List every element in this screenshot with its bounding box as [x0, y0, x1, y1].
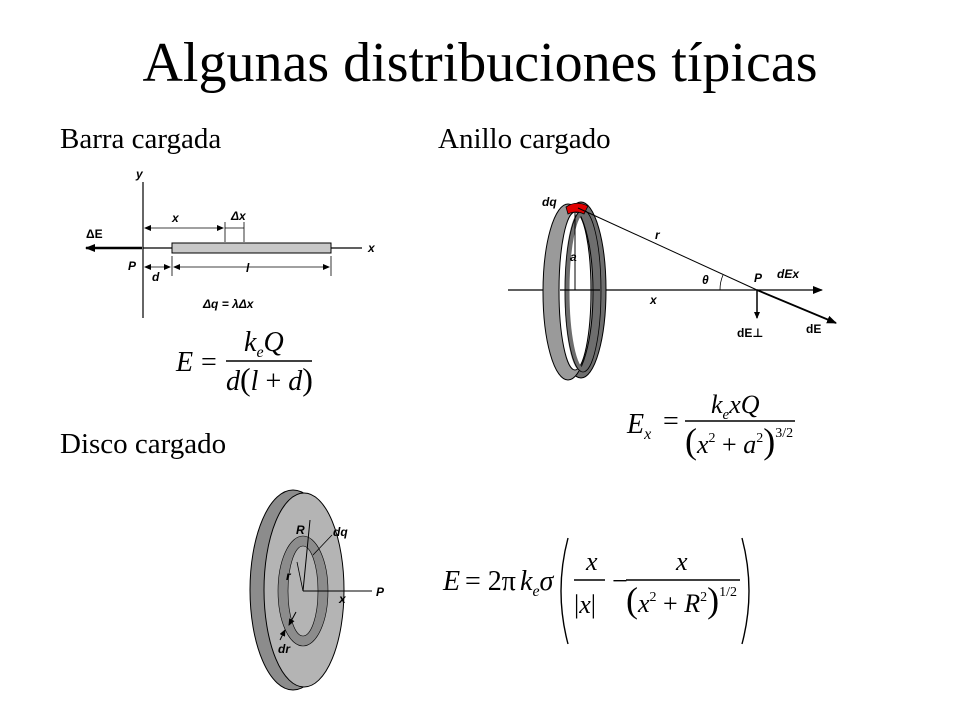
disk-face: [263, 492, 345, 688]
bar-diagram: y x ΔE x Δx P d l Δq = λΔx: [85, 167, 376, 318]
ring-dEx-label: dEx: [777, 267, 800, 281]
disk-R-label: R: [296, 523, 305, 537]
ring-eq-numerator: kexQ: [711, 390, 760, 423]
bar-eq-numerator: keQ: [244, 327, 284, 361]
ring-r-line: [577, 207, 758, 291]
ring-point-label: P: [754, 271, 763, 285]
ring-dE-arrow: [756, 289, 837, 324]
disk-eq-minus: −: [612, 566, 628, 597]
ring-a-label: a: [570, 250, 577, 264]
bar-eq-denominator: d(l + d): [226, 361, 313, 397]
disk-dr-arrow-top: [288, 611, 297, 626]
ring-eq-lhs: Ex: [626, 409, 651, 443]
bar-x-axis-label: x: [367, 241, 376, 255]
bar-point-label: P: [128, 259, 137, 273]
bar-equation: E = keQ d(l + d): [175, 327, 313, 397]
disk-eq-coeff: keσ: [520, 566, 555, 600]
disk-eq-equals: = 2π: [465, 566, 516, 597]
ring-dE-label: dE: [806, 322, 821, 336]
disk-eq-frac2-num: x: [675, 547, 688, 576]
ring-equation: Ex = kexQ (x2 + a2)3/2: [626, 390, 795, 461]
disk-R-line: [302, 519, 311, 592]
ring-eq-denominator: (x2 + a2)3/2: [685, 421, 793, 461]
ring-dq-label: dq: [542, 195, 557, 209]
disk-eq-right-paren: [741, 537, 750, 645]
section-label-ring: Anillo cargado: [438, 123, 611, 155]
ring-r-label: r: [655, 228, 661, 242]
ring-x-label: x: [649, 293, 658, 307]
section-label-disk: Disco cargado: [60, 428, 227, 460]
slide-title: Algunas distribuciones típicas: [142, 32, 818, 94]
disk-r-line: [296, 561, 304, 592]
ring-eq-equals: =: [663, 406, 679, 437]
bar-dx-label: Δx: [230, 209, 247, 223]
ring-charge-element: [565, 202, 589, 215]
bar-field-label: ΔE: [86, 227, 103, 241]
section-label-bar: Barra cargada: [60, 123, 222, 155]
disk-eq-frac1-den: |x|: [574, 590, 596, 619]
disk-dq-pointer: [312, 534, 333, 556]
ring-diagram: a dq r θ P x dEx dE⊥ dE: [508, 195, 837, 381]
bar-x-dim-label: x: [171, 211, 180, 225]
charged-rod: [171, 242, 332, 254]
disk-r-label: r: [286, 569, 292, 583]
bar-eq-lhs: E: [175, 347, 193, 378]
disk-eq-frac1-num: x: [585, 547, 598, 576]
disk-dr-label: dr: [278, 642, 291, 656]
bar-l-label: l: [246, 261, 250, 275]
disk-dr-arrow-bottom: [279, 629, 286, 641]
disk-diagram: x P R dq r dr: [249, 489, 385, 691]
bar-eq-equals: =: [201, 347, 217, 378]
disk-equation: E = 2π keσ x |x| − x (x2 + R2)1/2: [442, 537, 750, 645]
disk-eq-frac2-den: (x2 + R2)1/2: [626, 580, 737, 620]
disk-eq-left-paren: [560, 537, 569, 645]
bar-d-label: d: [152, 270, 160, 284]
ring-theta-arc: [719, 274, 724, 291]
ring-theta-label: θ: [702, 273, 709, 287]
bar-y-axis-label: y: [135, 167, 144, 181]
ring-dEperp-label: dE⊥: [737, 326, 763, 340]
disk-dq-label: dq: [333, 525, 348, 539]
bar-dq-label: Δq = λΔx: [202, 297, 255, 311]
disk-point-label: P: [376, 585, 385, 599]
disk-eq-lhs: E: [442, 566, 460, 597]
disk-x-label: x: [338, 592, 347, 606]
